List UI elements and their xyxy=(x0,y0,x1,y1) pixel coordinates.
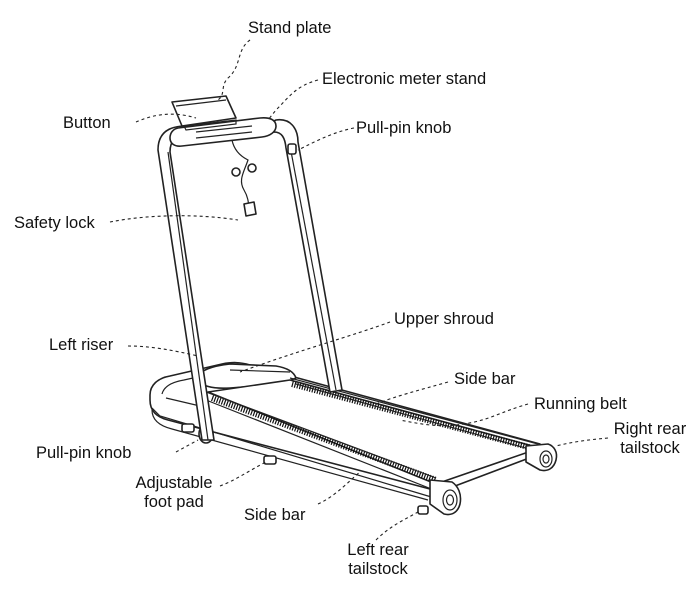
label-safety-lock: Safety lock xyxy=(14,214,95,232)
left-rear-tailstock xyxy=(417,479,462,516)
label-adjustable-foot-pad: Adjustable foot pad xyxy=(128,474,220,512)
label-left-rear-tailstock-line2: tailstock xyxy=(348,560,408,578)
electronic-meter-stand xyxy=(169,117,277,147)
label-upper-shroud: Upper shroud xyxy=(394,310,494,328)
safety-lock xyxy=(231,139,257,217)
label-electronic-meter-stand: Electronic meter stand xyxy=(322,70,487,88)
label-right-rear-tailstock-line2: tailstock xyxy=(620,439,680,457)
label-running-belt: Running belt xyxy=(534,395,627,413)
label-left-rear-tailstock-line1: Left rear xyxy=(347,541,409,559)
right-rear-tailstock xyxy=(525,443,558,472)
label-right-rear-tailstock-line1: Right rear xyxy=(613,420,687,438)
label-left-rear-tailstock: Left rear tailstock xyxy=(336,541,420,579)
leader-lines xyxy=(109,39,609,541)
label-button: Button xyxy=(63,114,111,132)
label-pull-pin-knob-top: Pull-pin knob xyxy=(356,119,452,137)
label-side-bar-bottom: Side bar xyxy=(244,506,306,524)
label-pull-pin-knob-bottom: Pull-pin knob xyxy=(36,444,132,462)
label-adjustable-foot-pad-line1: Adjustable xyxy=(135,474,213,492)
stand-plate xyxy=(171,95,237,131)
label-stand-plate: Stand plate xyxy=(248,19,332,37)
right-riser xyxy=(263,118,343,393)
label-right-rear-tailstock: Right rear tailstock xyxy=(608,420,692,458)
foot-pads xyxy=(181,423,277,465)
label-side-bar-top: Side bar xyxy=(454,370,516,388)
label-adjustable-foot-pad-line2: foot pad xyxy=(144,493,204,511)
label-left-riser: Left riser xyxy=(49,336,114,354)
